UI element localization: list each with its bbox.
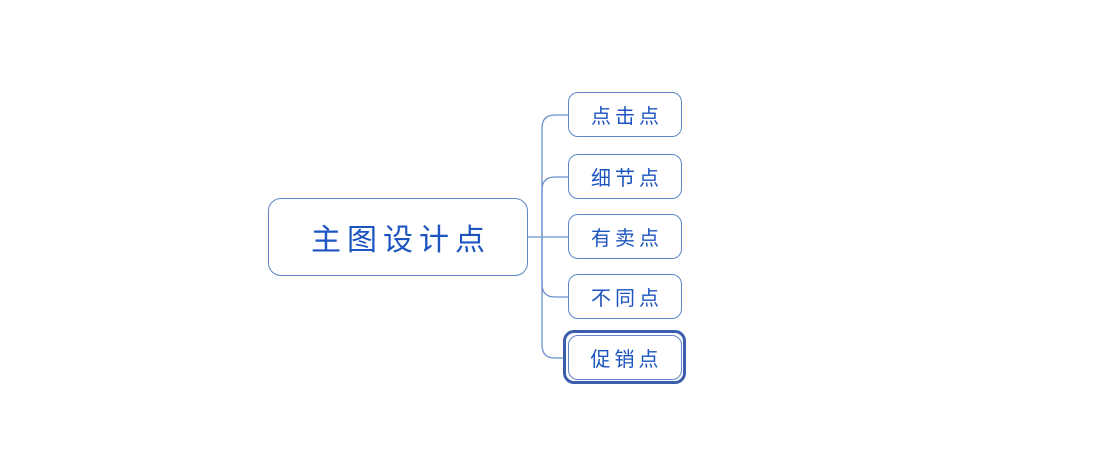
subtopic-node-click-points[interactable]: 点击点 — [568, 92, 682, 137]
connector-root-to-subtopic-5 — [541, 236, 569, 359]
subtopic-label: 促销点 — [590, 348, 663, 371]
subtopic-node-difference-points[interactable]: 不同点 — [568, 274, 682, 319]
subtopic-node-promotion-points-selected[interactable]: 促销点 — [567, 334, 682, 380]
subtopic-label: 有卖点 — [591, 228, 663, 250]
subtopic-label: 细节点 — [591, 168, 663, 190]
root-topic-node[interactable]: 主图设计点 — [268, 198, 528, 276]
subtopic-node-detail-points[interactable]: 细节点 — [568, 154, 682, 199]
subtopic-node-selling-points[interactable]: 有卖点 — [568, 214, 682, 259]
selection-highlight-ring: 促销点 — [563, 330, 686, 384]
subtopic-label: 不同点 — [591, 288, 663, 310]
connector-root-to-subtopic-1 — [541, 114, 569, 238]
connector-root-to-subtopic-2 — [541, 176, 569, 238]
subtopic-label: 点击点 — [591, 106, 663, 128]
root-topic-label: 主图设计点 — [311, 224, 491, 257]
connector-root-to-subtopic-4 — [541, 236, 569, 298]
